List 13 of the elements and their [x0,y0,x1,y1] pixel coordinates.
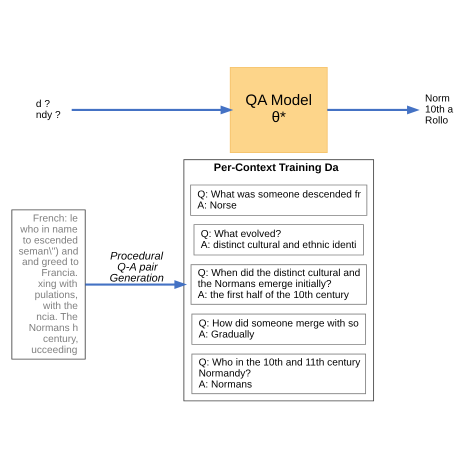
node-box: Q: What was someone descended fr A: Norse [190,184,368,216]
node-box: Q: When did the distinct cultural and the Normans emerge initially? A: the first half of the 10th century [190,264,367,304]
node-box: Q: What evolved? A: distinct cultural and ethnic identi [194,224,364,255]
node-text: d ? ndy ? [36,98,61,121]
node-box: Q: How did someone merge with so A: Gradually [191,313,366,344]
node-box: QA Model θ* [230,66,328,152]
arrow [327,105,420,114]
arrow [85,280,188,288]
node-text: Norm 10th a Rollo [425,93,454,126]
arrow [72,105,234,114]
node-box: Q: Who in the 10th and 11th century Normandy? A: Normans [191,353,366,394]
node-box: French: le who in name to escended seman\") and and greed to Francia. xing with pulations, with the ncia. The Normans h century, ucceeding [11,208,86,360]
edge-label: Procedural Q-A pair Generation [110,250,164,284]
